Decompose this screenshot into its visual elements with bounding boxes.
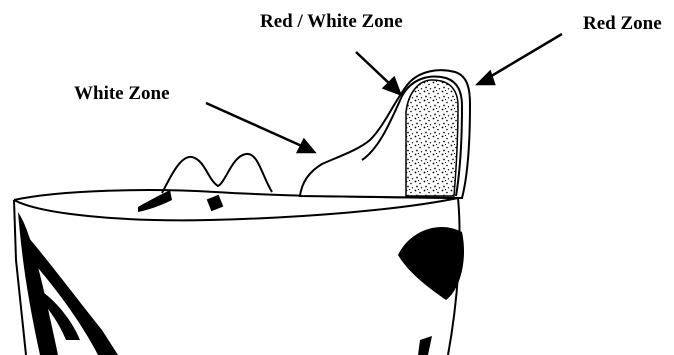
arrow-red-white-zone xyxy=(356,52,400,94)
label-red-zone: Red Zone xyxy=(583,14,662,33)
red-zone-region xyxy=(406,80,458,196)
label-red-white-zone: Red / White Zone xyxy=(260,12,403,31)
tibial-plateau xyxy=(14,190,460,355)
arrow-white-zone xyxy=(206,103,314,152)
arrow-red-zone xyxy=(478,34,562,84)
tibial-spines xyxy=(162,154,272,210)
label-white-zone: White Zone xyxy=(74,84,170,103)
